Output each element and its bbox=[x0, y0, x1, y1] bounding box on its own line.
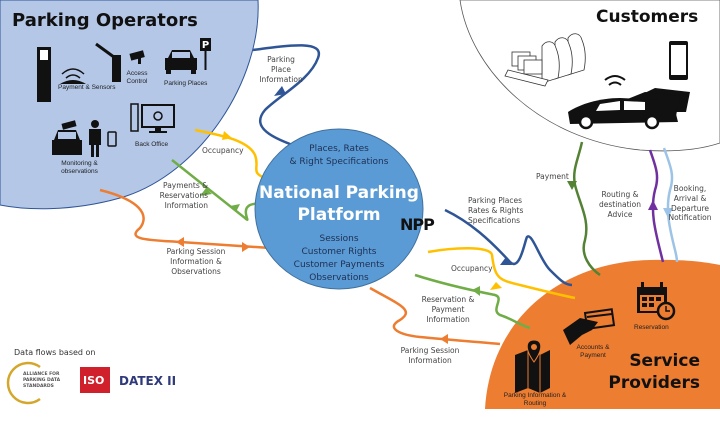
operators-icon-label: Monitoring & observations bbox=[61, 160, 98, 176]
hand-card-icon bbox=[563, 308, 616, 345]
map-pin-icon bbox=[515, 339, 550, 393]
barrier-camera-icon bbox=[95, 42, 145, 82]
platform-top-text: Places, Rates & Right Specifications bbox=[259, 143, 419, 169]
flow-label-parking-place-info: Parking Place Information bbox=[259, 55, 303, 84]
flow-parking-session-info bbox=[369, 286, 501, 346]
alliance-logo-text: ALLIANCE FOR PARKING DATA STANDARDS bbox=[23, 372, 61, 389]
platform-top-line: & Right Specifications bbox=[289, 157, 389, 168]
flow-arrowhead bbox=[440, 334, 448, 344]
flow-arrowhead bbox=[176, 237, 184, 247]
platform-title-line: Platform bbox=[297, 205, 381, 226]
providers-title-line2: Providers bbox=[608, 373, 700, 394]
call-center-icon bbox=[504, 33, 586, 87]
flow-label-payment: Payment bbox=[536, 172, 569, 181]
flow-arrowhead bbox=[200, 188, 212, 196]
flow-routing bbox=[648, 149, 665, 263]
providers-title: Service Providers bbox=[608, 350, 700, 394]
providers-icon-label: Accounts & Payment bbox=[576, 344, 610, 360]
flow-label-occupancy-left: Occupancy bbox=[202, 146, 244, 155]
flow-label-parking-places-rates: Parking Places Rates & Rights Specificat… bbox=[468, 196, 524, 225]
computer-gear-icon bbox=[130, 103, 175, 133]
flow-arrowhead bbox=[500, 257, 512, 265]
operators-icon-label: Payment & Sensors bbox=[58, 84, 116, 91]
platform-title: National Parking Platform bbox=[259, 182, 419, 226]
flow-label-payments-reservations: Payments & Reservations Information bbox=[159, 181, 208, 210]
calendar-clock-icon bbox=[637, 282, 676, 321]
providers-title-line1: Service bbox=[629, 351, 700, 371]
flow-label-reservation-payment: Reservation & Payment Information bbox=[421, 295, 475, 324]
flow-arrowhead bbox=[274, 86, 286, 96]
flow-reservation-payment bbox=[414, 273, 531, 330]
providers-icon-label: Parking Information & Routing bbox=[503, 392, 567, 408]
flow-label-occupancy-right: Occupancy bbox=[451, 264, 493, 273]
operators-icon-label: Parking Places bbox=[164, 80, 208, 87]
flow-parking-session-obs bbox=[99, 188, 271, 250]
smartphone-icon bbox=[669, 41, 688, 80]
flow-arrowhead bbox=[567, 181, 577, 190]
platform-bottom-line: Customer Payments bbox=[293, 260, 385, 271]
npp-logo: NPP bbox=[400, 215, 435, 234]
connected-cars-icon bbox=[568, 75, 690, 130]
flow-arrowhead bbox=[663, 208, 673, 218]
footer-caption: Data flows based on bbox=[14, 348, 96, 357]
datex-logo-text: DATEX II bbox=[119, 374, 177, 388]
flow-arrowhead bbox=[472, 286, 480, 296]
operators-icon-label: Back Office bbox=[135, 141, 169, 148]
iso-logo bbox=[80, 367, 110, 393]
platform-bottom-line: Sessions bbox=[319, 234, 359, 244]
flow-occupancy-right bbox=[427, 247, 576, 300]
flow-arrowhead bbox=[490, 282, 502, 290]
platform-bottom-text: Sessions Customer Rights Customer Paymen… bbox=[259, 233, 419, 285]
flow-parking-place-info bbox=[252, 44, 321, 150]
platform-bottom-line: Customer Rights bbox=[301, 247, 377, 258]
iso-logo-text: ISO bbox=[83, 374, 105, 387]
operators-title: Parking Operators bbox=[12, 10, 198, 31]
platform-bottom-line: Observations bbox=[309, 273, 369, 284]
flow-arrowhead bbox=[230, 204, 240, 212]
platform-ellipse bbox=[254, 128, 424, 290]
providers-icon-label: Reservation bbox=[634, 324, 669, 331]
flow-arrowhead bbox=[648, 200, 658, 210]
monitoring-officer-icon bbox=[52, 120, 117, 157]
flow-label-parking-session-info: Parking Session Information bbox=[400, 346, 460, 365]
platform-top-line: Places, Rates bbox=[309, 144, 369, 154]
flow-booking bbox=[662, 147, 679, 263]
flow-arrowhead bbox=[222, 131, 232, 140]
flow-payment bbox=[573, 141, 601, 277]
car-parking-sign-icon: P bbox=[165, 38, 211, 74]
flow-parking-places-rates bbox=[444, 208, 573, 287]
flow-arrowhead bbox=[242, 242, 250, 252]
operators-region bbox=[0, 0, 259, 210]
operators-icon-label: Access Control bbox=[126, 70, 148, 86]
flow-label-parking-session-obs: Parking Session Information & Observatio… bbox=[166, 247, 226, 276]
customers-title: Customers bbox=[596, 7, 699, 27]
svg-text:P: P bbox=[202, 40, 209, 51]
flow-label-routing: Routing & destination Advice bbox=[598, 190, 642, 219]
flow-occupancy-left bbox=[194, 128, 266, 180]
alliance-parking-logo bbox=[6, 361, 41, 405]
payment-terminal-icon bbox=[37, 47, 86, 102]
flow-label-booking: Booking, Arrival & Departure Notificatio… bbox=[668, 184, 712, 223]
platform-title-line: National Parking bbox=[259, 183, 419, 203]
